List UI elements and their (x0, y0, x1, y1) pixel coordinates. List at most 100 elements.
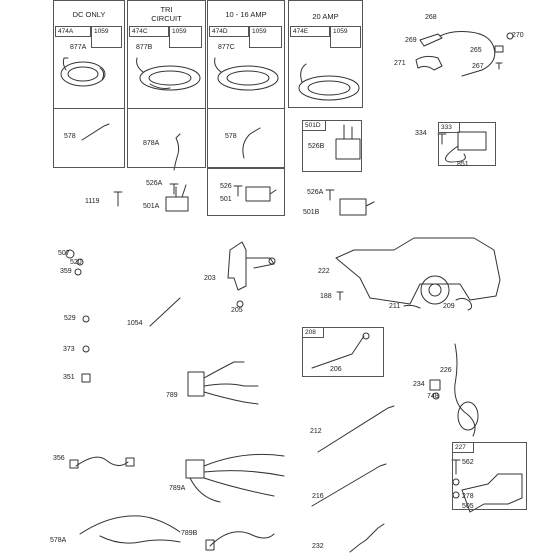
cell-1059d: 1059 (330, 26, 361, 48)
part-373: 373 (63, 346, 75, 353)
part-188: 188 (320, 293, 332, 300)
grommet-529 (82, 315, 90, 323)
rod-212 (317, 405, 395, 453)
kit-panel-dc-only (53, 0, 125, 168)
part-270: 270 (512, 32, 524, 39)
link-206 (311, 335, 365, 369)
harness-789A (189, 453, 285, 503)
part-234: 234 (413, 381, 425, 388)
stator-20amp (298, 63, 360, 101)
part-526A: 526A (146, 180, 163, 187)
cell-474E: 474E (290, 26, 330, 37)
part-212: 212 (310, 428, 322, 435)
part-526A-b: 526A (307, 189, 324, 196)
spring-232 (349, 523, 385, 553)
part-520: 520 (70, 259, 82, 266)
harness-578A (79, 515, 181, 544)
cell-474C: 474C (129, 26, 169, 37)
part-351: 351 (63, 374, 75, 381)
cell-333: 333 (438, 122, 460, 133)
cell-227: 227 (452, 442, 474, 453)
harness-789-connector (187, 371, 205, 397)
stator-877B (136, 57, 201, 91)
panel-333 (438, 122, 496, 166)
cell-1059c: 1059 (249, 26, 282, 48)
wire-578b (242, 127, 261, 159)
cell-1059b: 1059 (169, 26, 202, 48)
part-748: 748 (427, 393, 439, 400)
part-268: 268 (425, 14, 437, 21)
regulator-526B (335, 138, 361, 160)
part-501A: 501A (143, 203, 160, 210)
kit-panel-tri-circuit (127, 0, 206, 168)
part-209: 209 (443, 303, 455, 310)
regulator-501A (165, 196, 189, 212)
stator-877C (214, 57, 279, 91)
regulator-501B (339, 198, 367, 216)
part-789A: 789A (169, 485, 186, 492)
panel-227 (452, 442, 527, 510)
harness-789A-connector (185, 459, 205, 479)
clip-351 (81, 373, 91, 383)
part-232: 232 (312, 543, 324, 550)
header-20-amp: 20 AMP (312, 12, 339, 21)
cell-208: 208 (302, 327, 324, 338)
part-278: 278 (462, 493, 474, 500)
part-222: 222 (318, 268, 330, 275)
panel-526-501 (207, 168, 285, 216)
part-507: 507 (58, 250, 70, 257)
kit-panel-20-amp (288, 0, 363, 108)
spring-211 (403, 304, 421, 309)
harness-789B (209, 531, 275, 547)
part-578A: 578A (50, 537, 67, 544)
part-578b: 578 (225, 133, 237, 140)
cell-474A: 474A (55, 26, 91, 37)
clip-205 (236, 300, 244, 308)
part-877B: 877B (136, 44, 153, 51)
part-789: 789 (166, 392, 178, 399)
part-529: 529 (64, 315, 76, 322)
cell-474D: 474D (209, 26, 249, 37)
nut-373 (82, 345, 90, 353)
part-205: 205 (231, 307, 243, 314)
wire-578a (81, 123, 110, 141)
part-501B: 501B (303, 209, 320, 216)
cell-501D: 501D (302, 120, 326, 131)
part-226: 226 (440, 367, 452, 374)
part-211: 211 (389, 303, 401, 310)
part-501: 501 (220, 196, 232, 203)
part-851: 851 (457, 161, 469, 168)
wire-878A (173, 133, 181, 171)
rod-1054 (149, 297, 181, 327)
part-526: 526 (220, 183, 232, 190)
header-dc-only: DC ONLY (72, 10, 106, 19)
part-203: 203 (204, 275, 216, 282)
harness-356 (75, 456, 129, 467)
part-271: 271 (394, 60, 406, 67)
control-bracket-222 (335, 237, 501, 305)
cell-1059a: 1059 (91, 26, 122, 48)
header-tri-2: CIRCUIT (151, 14, 182, 23)
bracket-203 (227, 241, 247, 291)
part-267: 267 (472, 63, 484, 70)
part-578a: 578 (64, 133, 76, 140)
part-526B: 526B (308, 143, 325, 150)
part-206: 206 (330, 366, 342, 373)
panel-501D (302, 120, 362, 172)
part-265: 265 (470, 47, 482, 54)
rectifier-333 (457, 131, 487, 151)
part-878A: 878A (143, 140, 160, 147)
part-562: 562 (462, 459, 474, 466)
part-877C: 877C (218, 44, 235, 51)
header-tri-1: TRI (160, 5, 173, 14)
part-359: 359 (60, 268, 72, 275)
part-789B: 789B (181, 530, 198, 537)
kit-panel-10-16-amp (207, 0, 285, 168)
screw-1119 (113, 191, 123, 207)
part-269: 269 (405, 37, 417, 44)
part-877A: 877A (70, 44, 87, 51)
throttle-cable (439, 31, 496, 77)
part-334: 334 (415, 130, 427, 137)
rod-216 (311, 463, 387, 507)
